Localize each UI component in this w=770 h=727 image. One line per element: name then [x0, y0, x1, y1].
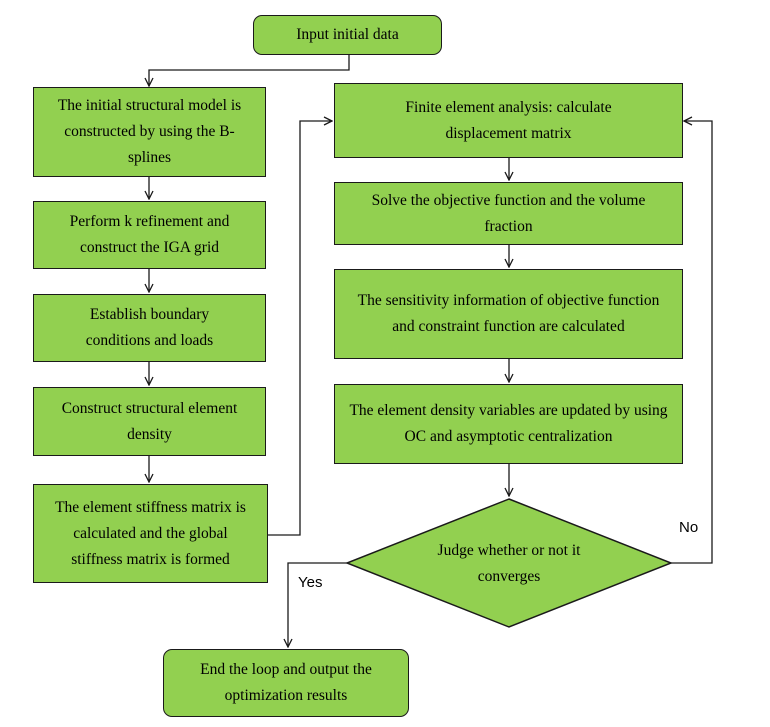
objective-node: Solve the objective function and the vol… [334, 182, 683, 245]
sensitivity-node: The sensitivity information of objective… [334, 269, 683, 359]
fea-node: Finite element analysis: calculate displ… [334, 83, 683, 158]
edge-decision-no [671, 121, 713, 564]
edge-decision-yes [288, 562, 347, 647]
decision-label: Judge whether or not it converges [437, 542, 581, 585]
boundary-node: Establish boundary conditions and loads [33, 294, 266, 362]
stiffness-node: The element stiffness matrix is calculat… [33, 484, 268, 583]
start-node: Input initial data [253, 15, 442, 55]
edge-label-no: No [679, 519, 699, 536]
edge-label-yes: Yes [298, 574, 323, 591]
model-node: The initial structural model is construc… [33, 87, 266, 177]
edge-stiffness-fea [268, 121, 332, 536]
refine-node: Perform k refinement and construct the I… [33, 201, 266, 269]
density-node: Construct structural element density [33, 387, 266, 456]
decision-diamond [344, 498, 674, 628]
update-node: The element density variables are update… [334, 384, 683, 464]
end-node: End the loop and output the optimization… [163, 649, 409, 717]
edge-start-model [149, 55, 350, 86]
